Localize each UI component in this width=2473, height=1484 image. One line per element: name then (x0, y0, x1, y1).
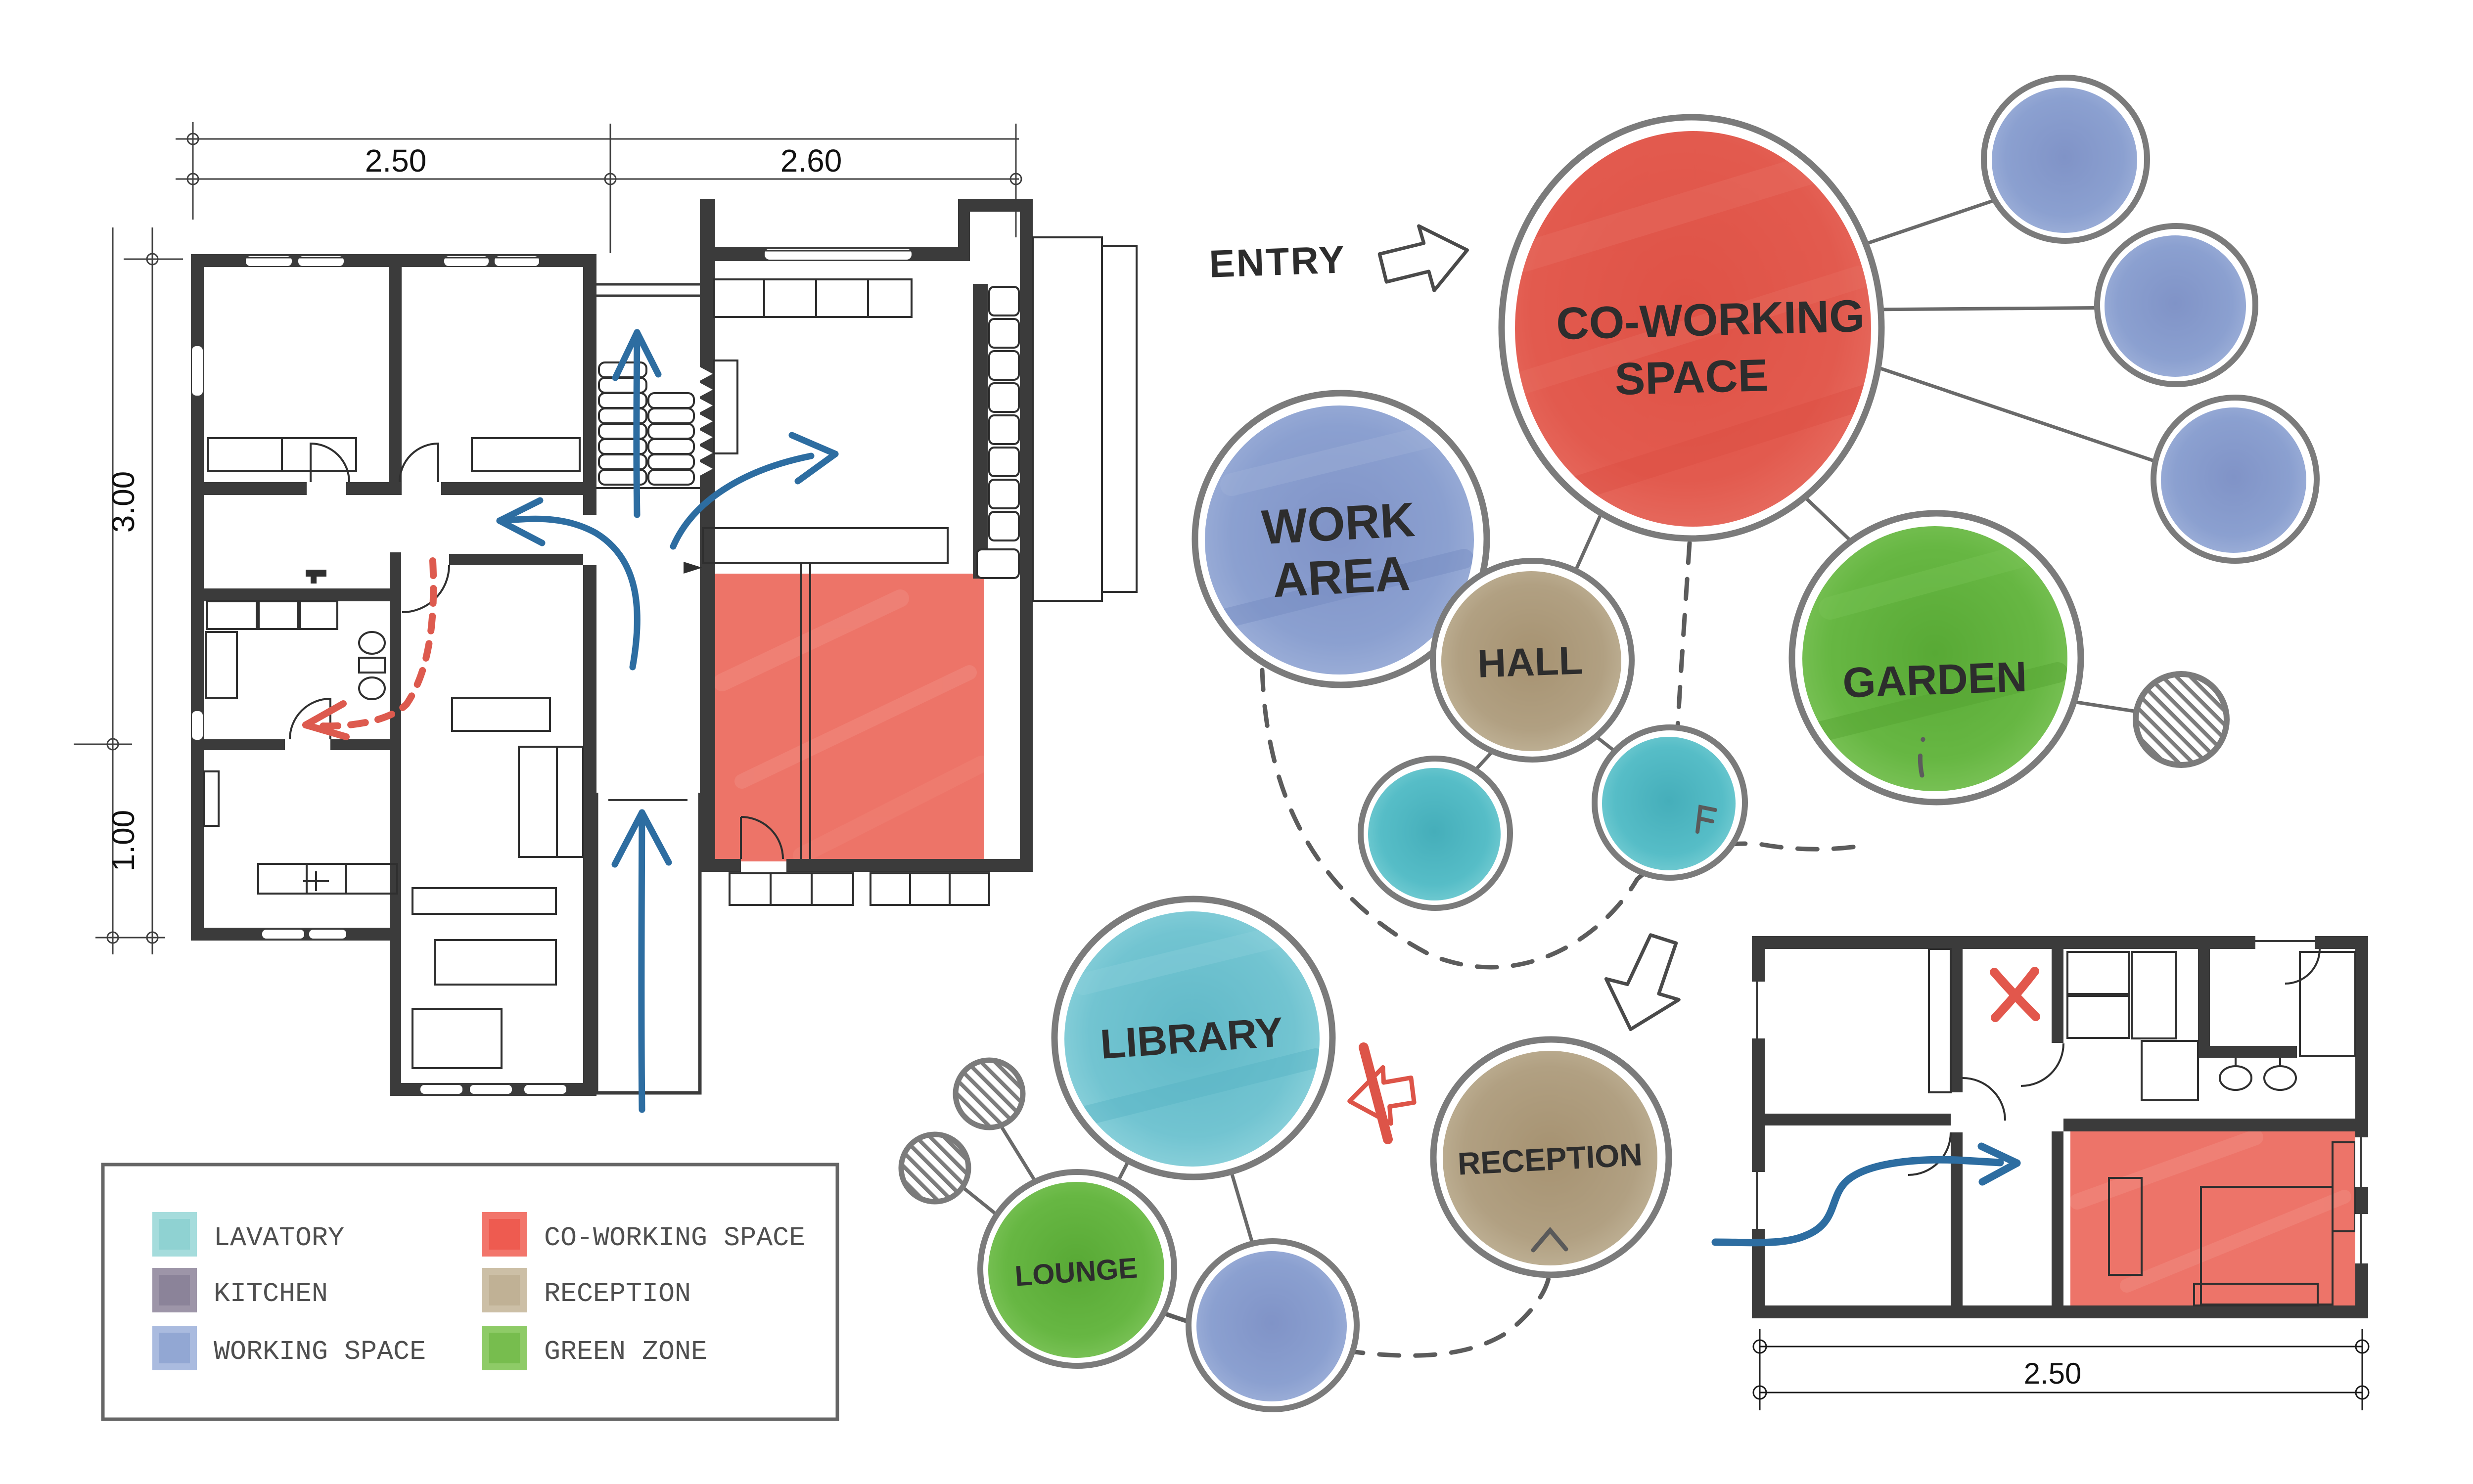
svg-text:1.00: 1.00 (105, 810, 141, 872)
svg-text:2.60: 2.60 (780, 143, 842, 179)
svg-text:GREEN ZONE: GREEN ZONE (544, 1336, 707, 1367)
svg-text:WORKING SPACE: WORKING SPACE (214, 1336, 426, 1367)
svg-text:ENTRY: ENTRY (1208, 237, 1346, 286)
svg-text:WORK: WORK (1260, 492, 1417, 554)
svg-text:KITCHEN: KITCHEN (214, 1278, 328, 1309)
svg-text:2.50: 2.50 (2024, 1357, 2082, 1390)
svg-text:HALL: HALL (1477, 638, 1584, 685)
svg-text:SPACE: SPACE (1614, 350, 1769, 405)
svg-text:CO-WORKING SPACE: CO-WORKING SPACE (544, 1222, 805, 1254)
svg-text:2.50: 2.50 (365, 143, 427, 179)
svg-text:RECEPTION: RECEPTION (544, 1278, 691, 1309)
svg-text:LAVATORY: LAVATORY (214, 1222, 344, 1254)
svg-text:3.00: 3.00 (105, 471, 141, 533)
svg-text:GARDEN: GARDEN (1842, 653, 2028, 707)
svg-text:AREA: AREA (1271, 546, 1411, 607)
svg-text:CO-WORKING: CO-WORKING (1556, 291, 1865, 349)
